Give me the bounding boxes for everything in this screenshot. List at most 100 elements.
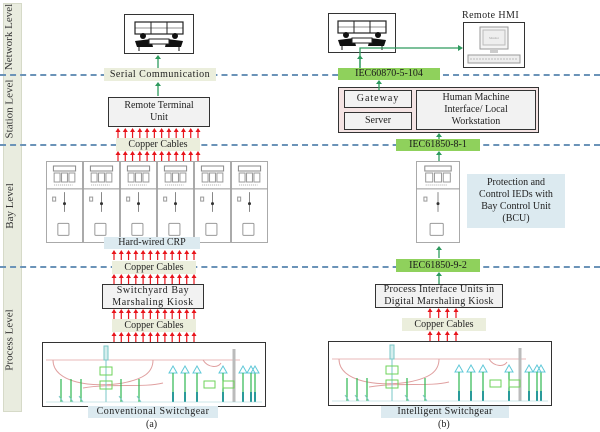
relay-panel [46, 161, 83, 243]
copper-arrow [126, 309, 132, 319]
copper-arrow [195, 151, 201, 161]
copper-arrow [188, 151, 194, 161]
copper-arrows [115, 128, 201, 138]
serial-communication-label: Serial Communication [104, 68, 216, 81]
copper-arrow [140, 309, 146, 319]
copper-arrow [191, 250, 197, 260]
copper-arrow [137, 151, 143, 161]
copper-arrow [176, 250, 182, 260]
copper-arrow [191, 332, 197, 342]
comm-arrow [436, 151, 442, 161]
comm-arrow [436, 272, 442, 284]
copper-arrow [188, 128, 194, 138]
level-label-station: Station Level [3, 79, 16, 139]
relay-panel [194, 161, 231, 243]
relay-panel [83, 161, 120, 243]
copper-arrow [180, 128, 186, 138]
remote-hmi: Monitor [463, 22, 525, 68]
copper-arrow [453, 308, 459, 318]
copper-arrow [151, 128, 157, 138]
copper-arrow [155, 250, 161, 260]
copper-arrow [162, 274, 168, 284]
switchyard-diagram-conventional [42, 342, 266, 407]
copper-arrow [436, 331, 442, 341]
copper-arrow [176, 332, 182, 342]
divider-bay-process [0, 266, 600, 268]
copper-arrow [122, 151, 128, 161]
copper-arrow [169, 332, 175, 342]
copper-arrow [133, 332, 139, 342]
control-room-icon [337, 20, 387, 50]
hard-wired-crp-label: Hard-wired CRP [104, 237, 200, 249]
copper-cables-label: Copper Cables [116, 138, 200, 151]
copper-arrow [147, 250, 153, 260]
remote-hmi-label: Remote HMI [462, 10, 520, 21]
divider-station-bay [0, 144, 600, 146]
copper-arrow [140, 332, 146, 342]
comm-arrow [155, 82, 161, 96]
comm-arrow [357, 55, 363, 69]
copper-arrow [453, 331, 459, 341]
copper-arrow [130, 151, 136, 161]
iec61850-9-2-label: IEC61850-9-2 [396, 259, 480, 272]
copper-arrow [180, 151, 186, 161]
copper-arrows [111, 332, 197, 342]
copper-arrow [159, 151, 165, 161]
copper-arrow [122, 128, 128, 138]
copper-arrow [444, 308, 450, 318]
copper-arrow [169, 250, 175, 260]
copper-arrow [133, 309, 139, 319]
copper-arrow [427, 331, 433, 341]
comm-arrow [155, 55, 161, 69]
copper-arrow [184, 250, 190, 260]
copper-arrow [176, 274, 182, 284]
iec61850-8-1-label: IEC61850-8-1 [396, 139, 480, 151]
copper-arrow [115, 151, 121, 161]
copper-arrow [111, 309, 117, 319]
level-label-bay: Bay Level [3, 183, 16, 229]
control-room-icon [134, 21, 184, 51]
level-label-network: Network Level [3, 3, 16, 71]
copper-arrow [144, 151, 150, 161]
copper-arrow [118, 274, 124, 284]
copper-arrow [151, 151, 157, 161]
copper-arrow [162, 309, 168, 319]
copper-arrow [166, 151, 172, 161]
caption-b: (b) [438, 419, 450, 430]
relay-panel [416, 161, 460, 243]
copper-cables-label: Copper Cables [112, 261, 196, 274]
copper-arrow [140, 250, 146, 260]
copper-arrows [115, 151, 201, 161]
copper-arrow [147, 274, 153, 284]
level-label-process: Process Level [3, 308, 16, 371]
copper-arrow [118, 332, 124, 342]
copper-arrow [133, 274, 139, 284]
copper-cables-label: Copper Cables [112, 319, 196, 332]
copper-arrow [147, 309, 153, 319]
copper-arrow [155, 309, 161, 319]
copper-arrows [427, 331, 459, 341]
relay-panel [157, 161, 194, 243]
copper-arrow [118, 309, 124, 319]
copper-arrow [166, 128, 172, 138]
caption-a: (a) [146, 419, 158, 430]
copper-arrow [191, 274, 197, 284]
copper-arrow [111, 274, 117, 284]
copper-arrow [111, 250, 117, 260]
control-room-left [124, 14, 194, 54]
copper-arrow [184, 274, 190, 284]
conventional-switchgear-label: Conventional Switchgear [88, 406, 218, 418]
copper-arrows [111, 309, 197, 319]
copper-arrow [155, 332, 161, 342]
copper-arrow [118, 250, 124, 260]
copper-arrow [169, 274, 175, 284]
copper-arrow [144, 128, 150, 138]
copper-arrow [195, 128, 201, 138]
copper-arrow [126, 274, 132, 284]
control-relay-panels [46, 161, 268, 243]
level-strip [3, 3, 22, 412]
